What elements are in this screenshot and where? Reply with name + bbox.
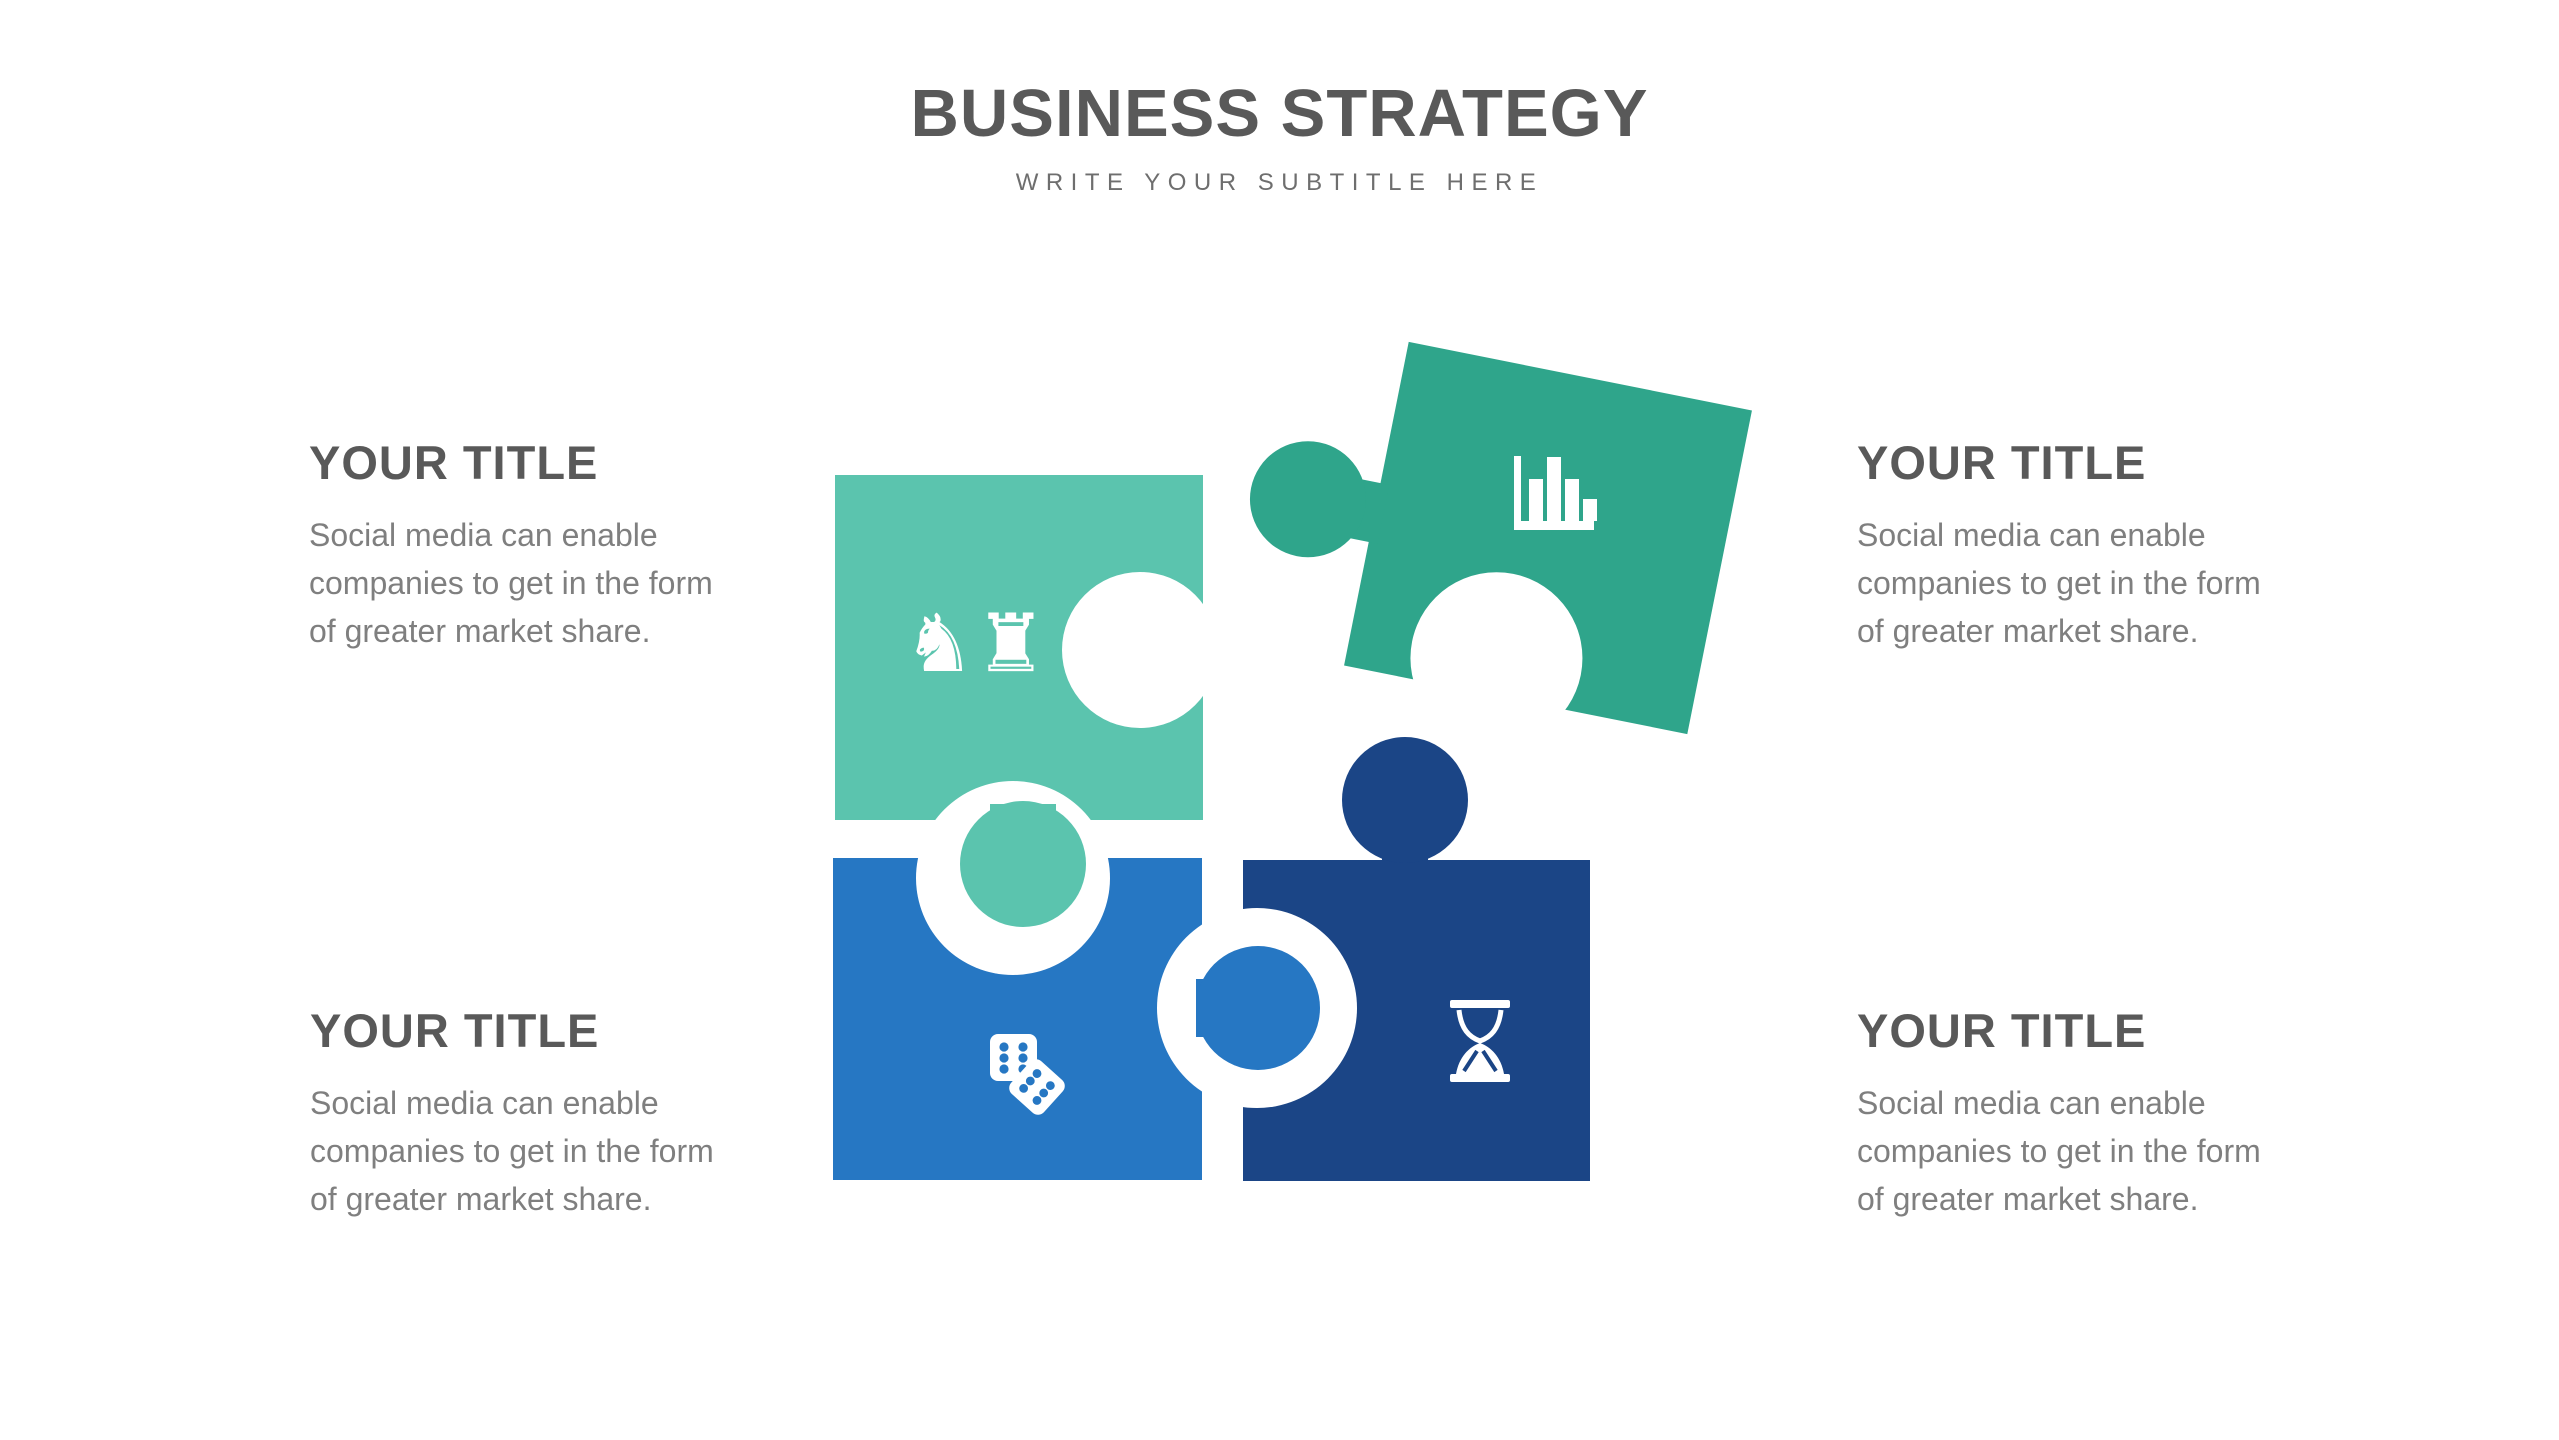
green-left-knob (1249, 441, 1366, 558)
block-body: Social media can enable companies to get… (309, 517, 713, 650)
block-title: YOUR TITLE (310, 1004, 600, 1057)
puzzle-piece-top-left (835, 475, 1218, 820)
text-block-top-left: YOUR TITLE Social media can enable compa… (309, 438, 744, 655)
teal-right-socket (1062, 572, 1218, 728)
puzzle-piece-top-right (1249, 341, 1752, 745)
block-body: Social media can enable companies to get… (1857, 517, 2261, 650)
text-block-bottom-left: YOUR TITLE Social media can enable compa… (310, 1006, 745, 1223)
block-body: Social media can enable companies to get… (1857, 1085, 2261, 1218)
die-tilted (1009, 1059, 1065, 1115)
blue-right-knob (1196, 946, 1320, 1070)
page-subtitle: WRITE YOUR SUBTITLE HERE (1015, 169, 1544, 196)
block-title: YOUR TITLE (1857, 436, 2147, 489)
dice-icon (990, 1034, 1065, 1115)
green-bottom-socket (1410, 572, 1583, 745)
block-title: YOUR TITLE (1857, 1004, 2147, 1057)
teal-bottom-knob (960, 801, 1086, 927)
hourglass-icon (1450, 1000, 1510, 1082)
page-title: BUSINESS STRATEGY (910, 76, 1649, 151)
block-body: Social media can enable companies to get… (310, 1085, 714, 1218)
text-block-bottom-right: YOUR TITLE Social media can enable compa… (1857, 1006, 2292, 1223)
chess-icon: ♞♜ (903, 597, 1046, 690)
bar-chart-icon (1514, 456, 1597, 530)
slide-header: BUSINESS STRATEGY WRITE YOUR SUBTITLE HE… (0, 80, 2559, 197)
text-block-top-right: YOUR TITLE Social media can enable compa… (1857, 438, 2292, 655)
navy-top-knob (1342, 737, 1468, 870)
block-title: YOUR TITLE (309, 436, 599, 489)
